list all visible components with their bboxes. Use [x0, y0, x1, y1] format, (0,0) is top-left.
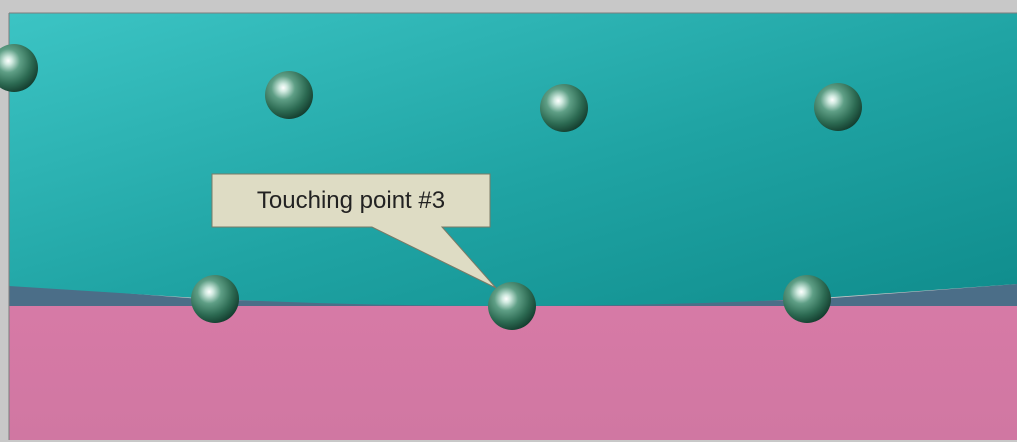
- sphere-upper-2[interactable]: [265, 71, 313, 119]
- touching-point-sphere-1[interactable]: [191, 275, 239, 323]
- upper-surface: [9, 13, 1017, 306]
- touching-point-sphere-2[interactable]: [783, 275, 831, 323]
- sphere-upper-3[interactable]: [540, 84, 588, 132]
- touching-point-sphere-3[interactable]: [488, 282, 536, 330]
- sphere-upper-4[interactable]: [814, 83, 862, 131]
